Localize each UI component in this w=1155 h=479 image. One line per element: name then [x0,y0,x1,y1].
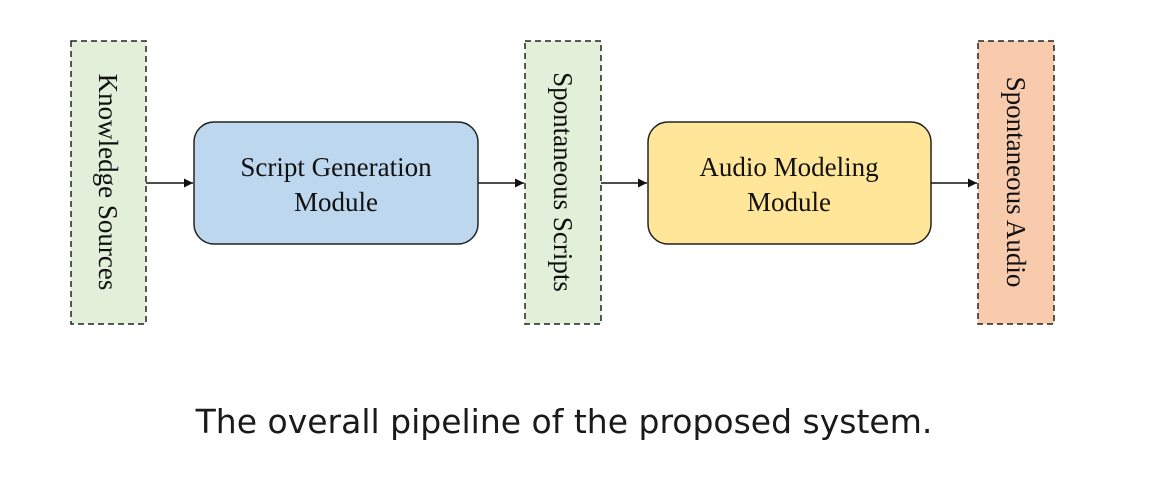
spontaneous-audio-node: Spontaneous Audio [977,40,1055,325]
audio-modeling-module-node: Audio Modeling Module [647,121,932,245]
figure-caption: The overall pipeline of the proposed sys… [195,402,933,441]
audio-modeling-label-line1: Audio Modeling [699,152,878,182]
pipeline-diagram: Knowledge Sources Script Generation Modu… [70,40,1055,325]
script-generation-module-node: Script Generation Module [193,121,479,245]
script-generation-label-line1: Script Generation [240,152,432,182]
audio-modeling-label-line2: Module [747,187,831,217]
spontaneous-scripts-label: Spontaneous Scripts [548,72,578,292]
knowledge-sources-label: Knowledge Sources [93,74,123,291]
knowledge-sources-node: Knowledge Sources [70,40,147,325]
script-generation-label-line2: Module [294,187,378,217]
spontaneous-audio-label: Spontaneous Audio [1001,77,1031,288]
spontaneous-scripts-node: Spontaneous Scripts [524,40,602,325]
